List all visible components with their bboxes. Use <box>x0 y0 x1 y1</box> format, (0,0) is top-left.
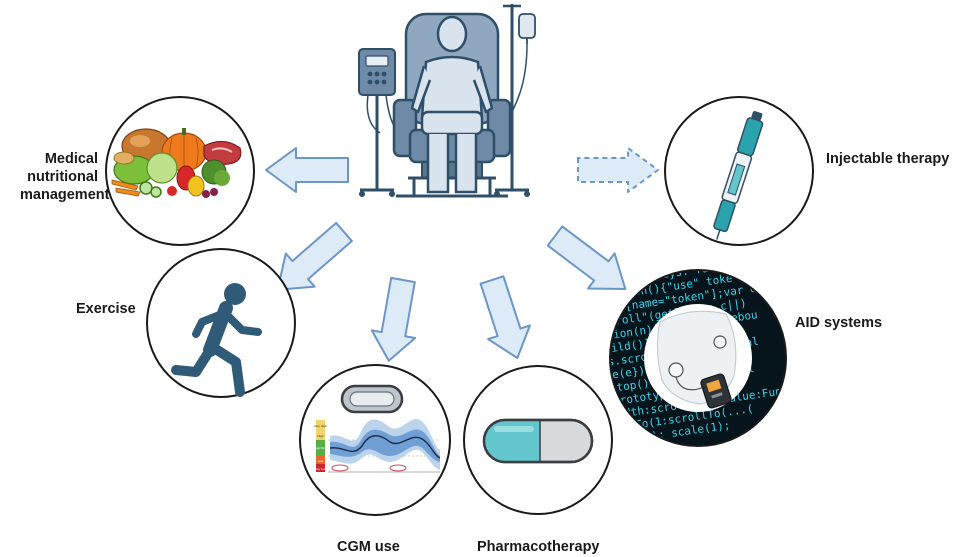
cgm-circle: Very High High Target Range Low Very Low <box>299 364 451 516</box>
cgm-tick-very-high: Very High <box>314 424 327 428</box>
label-aid-systems: AID systems <box>795 315 883 331</box>
cgm-tick-low: Low <box>318 459 324 463</box>
insulin-pen-icon <box>713 111 764 240</box>
infusion-pump-machine-icon <box>358 48 399 197</box>
cgm-tick-target: Target Range <box>313 446 329 450</box>
label-medical-nutritional-management: Medical nutritional management <box>20 150 110 204</box>
label-pharmacotherapy: Pharmacotherapy <box>477 539 600 555</box>
patient-in-infusion-chair-icon <box>358 4 536 198</box>
exercise-circle <box>146 248 296 398</box>
label-injectable-therapy: Injectable therapy <box>826 151 950 167</box>
label-medical-line1: Medical <box>44 151 98 167</box>
cgm-sensor-icon <box>340 384 404 414</box>
arrow-to-aid-systems <box>546 225 627 290</box>
arrow-to-nutrition <box>265 147 349 193</box>
label-medical-line2: nutritional <box>27 169 98 185</box>
arrow-to-exercise <box>276 221 353 291</box>
capsule-icon <box>482 418 594 464</box>
iv-pole-icon <box>494 4 536 197</box>
label-cgm-use: CGM use <box>337 539 400 555</box>
label-medical-line3: management <box>20 187 110 203</box>
food-icon <box>105 96 255 246</box>
insulin-pump-icon <box>656 310 737 409</box>
patient-figure-icon <box>410 15 494 194</box>
glucose-chart-icon: Very High High Target Range Low Very Low <box>313 418 441 473</box>
pharmacotherapy-circle <box>463 365 613 515</box>
injectable-circle <box>664 96 814 246</box>
runner-icon <box>171 283 262 397</box>
cgm-tick-very-low: Very Low <box>315 467 326 471</box>
cgm-tick-high: High <box>317 434 324 438</box>
arrow-to-pharmacotherapy <box>479 275 531 359</box>
label-exercise: Exercise <box>76 301 136 317</box>
arrow-to-cgm <box>370 276 417 362</box>
arrow-to-injectable-dashed <box>577 147 659 193</box>
